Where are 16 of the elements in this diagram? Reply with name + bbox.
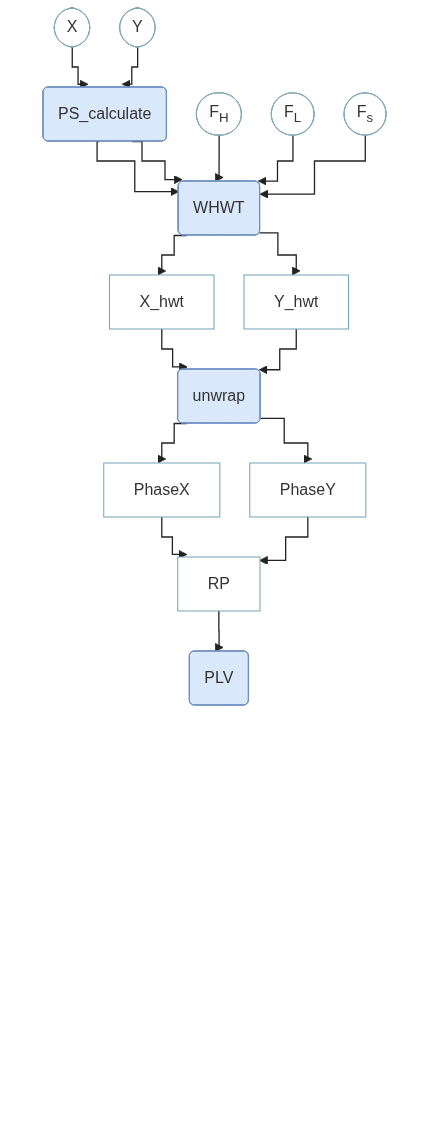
arrow bbox=[214, 610, 224, 652]
arrow bbox=[257, 134, 294, 186]
node-box: PhaseX bbox=[103, 462, 221, 518]
node-box: X_hwt bbox=[109, 274, 215, 330]
arrow bbox=[71, 46, 89, 89]
arrow bbox=[258, 232, 301, 276]
arrow bbox=[259, 417, 313, 464]
arrow bbox=[96, 140, 180, 197]
arrow bbox=[259, 516, 309, 565]
node-box: PhaseY bbox=[249, 462, 367, 518]
arrow bbox=[258, 328, 297, 375]
node-box: Y_hwt bbox=[243, 274, 349, 330]
arrow bbox=[259, 134, 367, 199]
node-box: RP bbox=[177, 556, 261, 612]
arrow bbox=[214, 134, 224, 182]
arrow bbox=[121, 46, 139, 89]
